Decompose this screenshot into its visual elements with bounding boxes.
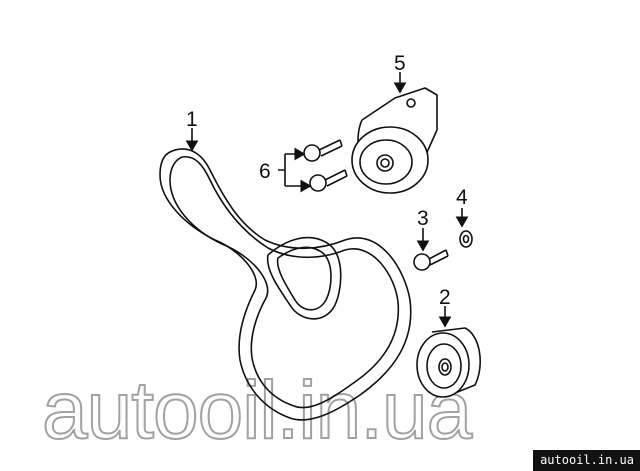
callout-4: 4 — [456, 186, 468, 209]
site-badge: autooil.in.ua — [533, 450, 640, 471]
washer — [459, 230, 473, 248]
watermark: autooil.in.ua — [42, 365, 473, 456]
callout-5: 5 — [394, 52, 406, 75]
callout-1: 1 — [186, 108, 198, 131]
idler-pulley — [416, 327, 481, 398]
callout-3: 3 — [417, 207, 429, 230]
tensioner-bolts — [303, 139, 348, 192]
bolt — [413, 249, 449, 271]
serpentine-belt — [159, 148, 412, 421]
belt-tensioner — [351, 87, 438, 194]
callout-bracket — [278, 153, 308, 187]
callout-2: 2 — [439, 286, 451, 309]
callout-6: 6 — [259, 160, 271, 183]
